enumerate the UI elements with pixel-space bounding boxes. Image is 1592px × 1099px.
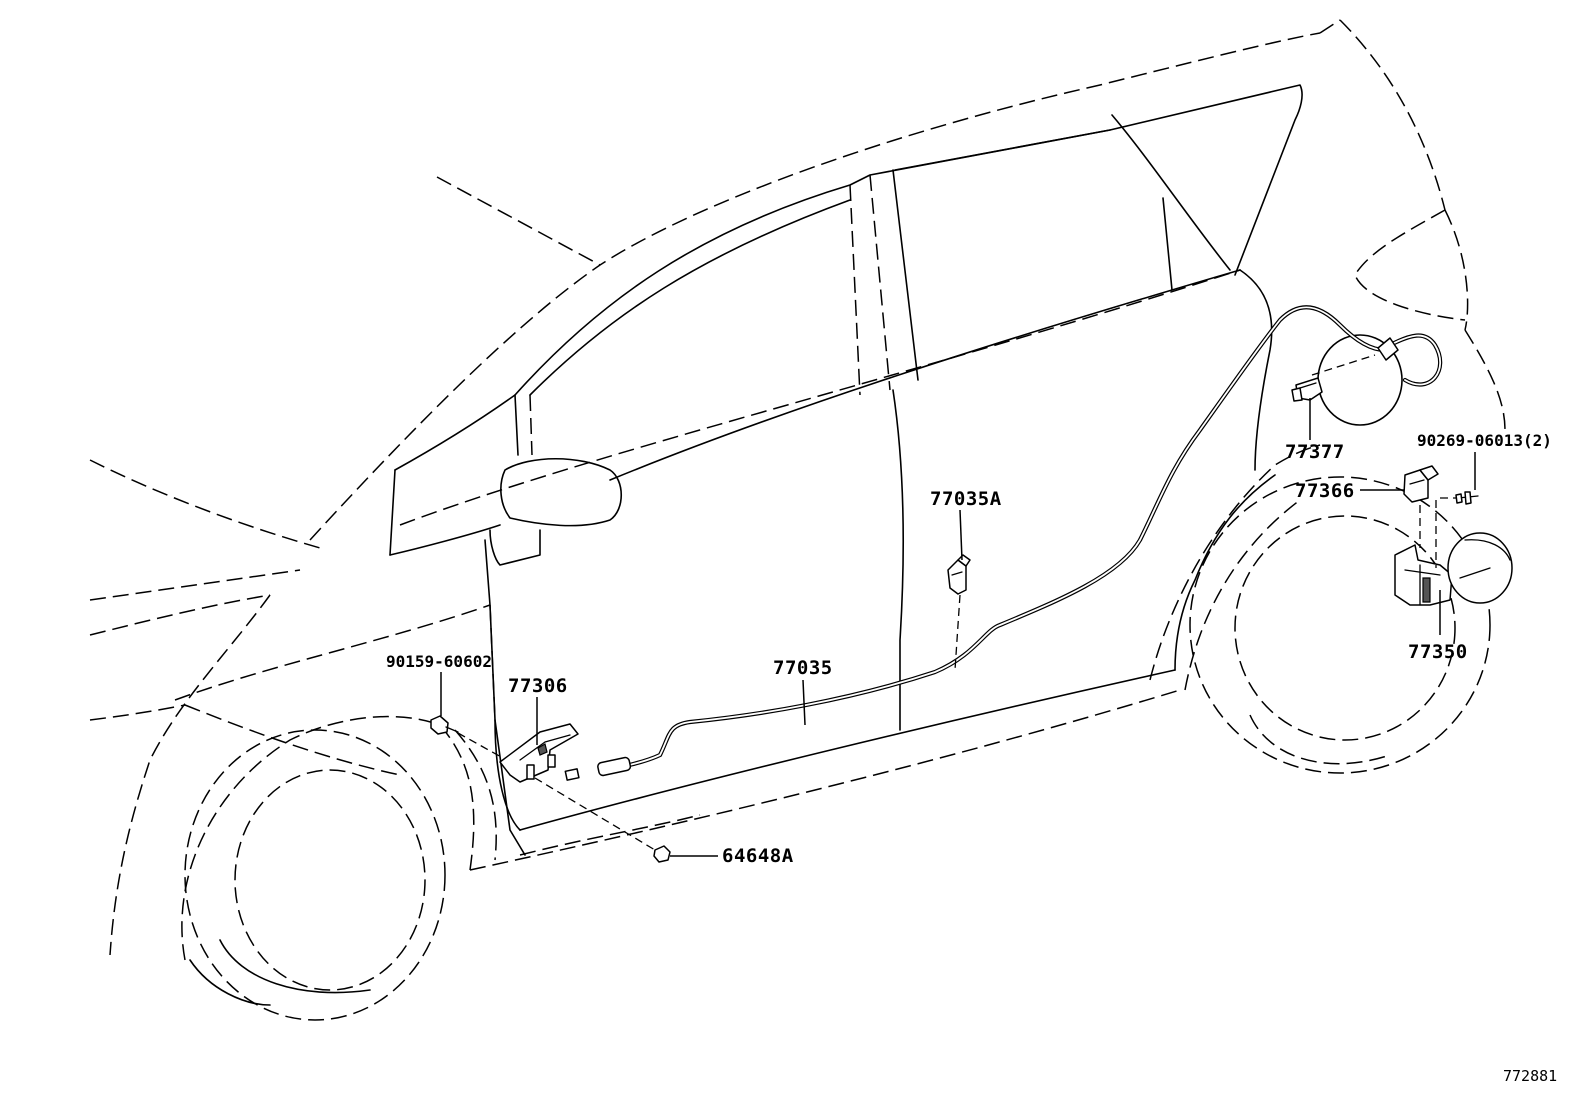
door-panels bbox=[389, 84, 1303, 856]
callout-90159-60602: 90159-60602 bbox=[386, 652, 492, 671]
clip-64648A bbox=[534, 777, 671, 863]
screw-90159 bbox=[430, 715, 504, 759]
callout-90269-06013: 90269-06013(2) bbox=[1417, 431, 1552, 450]
leader-lines bbox=[440, 398, 1476, 857]
fuel-lid-77350 bbox=[1394, 500, 1513, 606]
retainer-77377 bbox=[1291, 377, 1323, 402]
cable-clamp-77035A bbox=[947, 554, 971, 595]
callout-77350: 77350 bbox=[1408, 641, 1468, 663]
callout-77377: 77377 bbox=[1285, 441, 1345, 463]
front-wheel bbox=[184, 729, 446, 1021]
vehicle-body-outline bbox=[89, 19, 1506, 961]
callout-77035A: 77035A bbox=[930, 488, 1002, 510]
callout-77366: 77366 bbox=[1295, 480, 1355, 502]
rear-wheel bbox=[1189, 476, 1491, 774]
fuel-opener-lever bbox=[499, 723, 579, 783]
callout-77035: 77035 bbox=[773, 657, 833, 679]
rivet-90269 bbox=[1440, 491, 1479, 505]
cover-77366 bbox=[1403, 465, 1439, 503]
fuel-opener-cable bbox=[564, 305, 1443, 781]
callout-77306: 77306 bbox=[508, 675, 568, 697]
drawing-code: 772881 bbox=[1503, 1067, 1557, 1085]
callout-64648A: 64648A bbox=[722, 845, 794, 867]
